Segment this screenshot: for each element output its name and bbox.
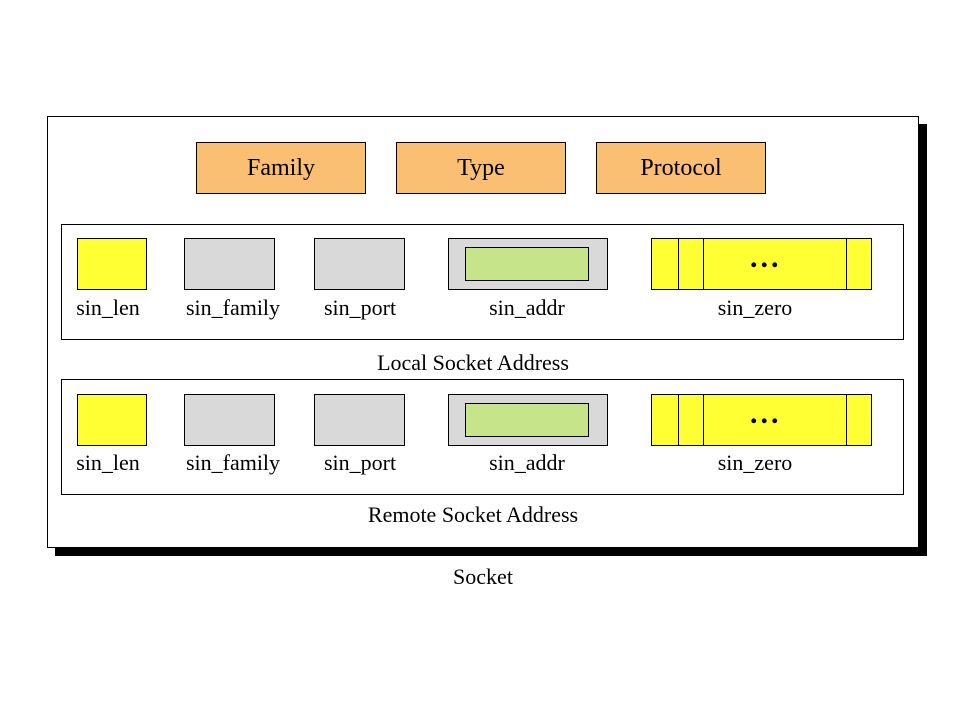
local-sin-len-field [77,238,147,290]
remote-zero-divider [846,395,847,445]
local-sin-family-label: sin_family [185,295,281,320]
remote-sin-len-label: sin_len [76,450,140,475]
type-box: Type [396,142,566,194]
local-sin-zero-label: sin_zero [717,295,793,320]
local-sin-port-field [314,238,405,290]
local-zero-divider [846,239,847,289]
remote-sin-addr-label: sin_addr [489,450,565,475]
local-zero-divider [703,239,704,289]
family-box: Family [196,142,366,194]
local-sin-zero-field: ... [651,238,872,290]
remote-address-panel [61,379,904,495]
protocol-box: Protocol [596,142,766,194]
remote-sin-len-field [77,394,147,446]
remote-address-caption: Remote Socket Address [367,502,579,527]
remote-sin-zero-field: ... [651,394,872,446]
remote-sin-port-field [314,394,405,446]
local-sin-len-label: sin_len [76,295,140,320]
remote-zero-divider [703,395,704,445]
local-ellipsis: ... [750,241,782,274]
remote-ellipsis: ... [750,397,782,430]
local-address-caption: Local Socket Address [377,350,569,375]
local-sin-port-label: sin_port [323,295,397,320]
remote-zero-divider [678,395,679,445]
type-label: Type [457,154,505,181]
local-sin-addr-label: sin_addr [489,295,565,320]
local-sin-family-field [184,238,275,290]
local-address-panel [61,224,904,340]
local-sin-addr-inner [465,247,589,281]
remote-sin-zero-label: sin_zero [717,450,793,475]
family-label: Family [246,154,315,181]
remote-sin-family-label: sin_family [185,450,281,475]
protocol-label: Protocol [640,154,722,181]
local-sin-addr-field [448,238,608,290]
remote-sin-port-label: sin_port [323,450,397,475]
remote-sin-family-field [184,394,275,446]
socket-caption: Socket [453,564,513,589]
remote-sin-addr-field [448,394,608,446]
local-zero-divider [678,239,679,289]
remote-sin-addr-inner [465,403,589,437]
